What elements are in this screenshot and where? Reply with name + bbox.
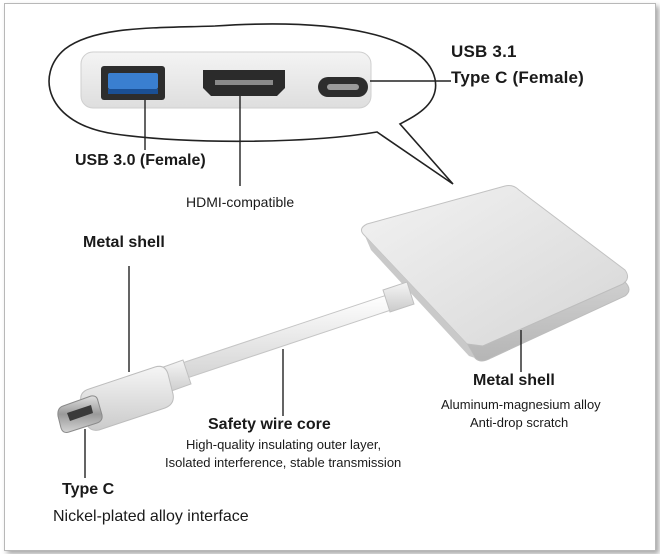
safety-wire-title: Safety wire core [208,416,331,433]
port-zoom-bubble [48,23,454,185]
diagram-frame: USB 3.1 Type C (Female) USB 3.0 (Female)… [4,3,656,551]
hdmi-port-icon [203,70,285,96]
type-c-plug [57,365,174,433]
usb31-label: USB 3.1 [451,42,517,61]
cable [154,281,415,395]
metal-shell-body-title: Metal shell [473,372,555,389]
usb31-type-label: Type C (Female) [451,68,585,87]
usb30-label: USB 3.0 (Female) [75,152,206,169]
metal-shell-plug-label: Metal shell [83,234,165,251]
type-c-title: Type C [62,481,115,498]
usb3-port-icon [101,66,165,100]
type-c-subtitle: Nickel-plated alloy interface [53,508,249,525]
port-leader-lines [144,80,451,186]
hdmi-label: HDMI-compatible [186,194,295,210]
metal-shell-feature: Anti-drop scratch [470,415,569,430]
safety-wire-line1: High-quality insulating outer layer, [186,437,382,452]
usbc-port-icon [318,77,368,97]
adapter-illustration [48,23,630,478]
metal-shell-material: Aluminum-magnesium alloy [441,397,601,412]
body-leader-lines [84,266,522,478]
adapter-box [361,185,630,362]
safety-wire-line2: Isolated interference, stable transmissi… [165,455,402,470]
